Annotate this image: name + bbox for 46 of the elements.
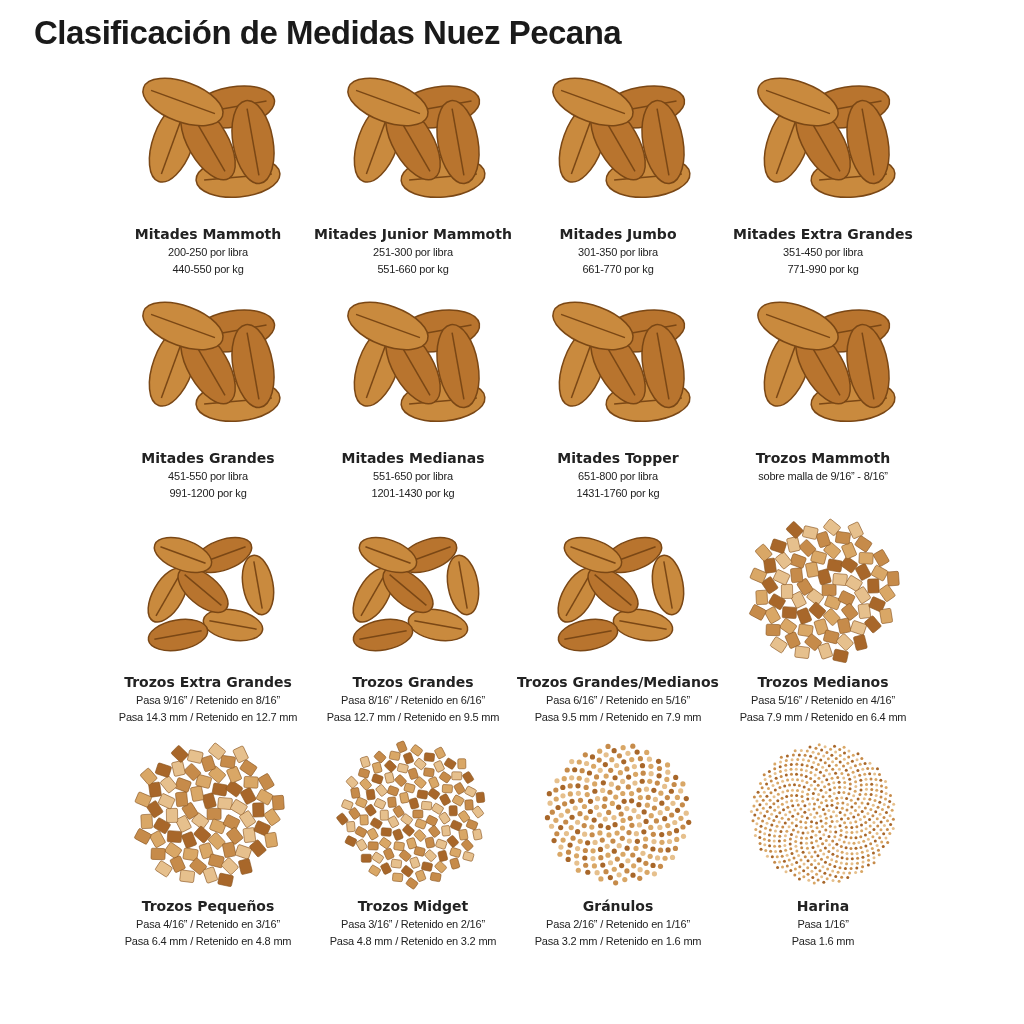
grade-spec: Pasa 7.9 mm / Retenido en 6.4 mm [738, 711, 908, 723]
grade-spec: Pasa 4.8 mm / Retenido en 3.2 mm [328, 935, 498, 947]
grade-spec: 301-350 por libra [577, 246, 659, 258]
grade-name: Mitades Junior Mammoth [313, 226, 513, 242]
grade-spec: 1201-1430 por kg [370, 487, 456, 499]
grade-spec: Pasa 8/16” / Retenido en 6/16” [340, 694, 486, 706]
grade-spec: Pasa 2/16” / Retenido en 1/16” [545, 918, 691, 930]
grade-spec: 1431-1760 por kg [575, 487, 661, 499]
grade-name: Trozos Extra Grandes [123, 674, 293, 690]
grade-spec: Pasa 1.6 mm [790, 935, 856, 947]
grade-name: Mitades Grandes [140, 450, 276, 466]
grade-spec: 351-450 por libra [782, 246, 864, 258]
grade-name: Gránulos [581, 898, 655, 914]
grade-spec: Pasa 6/16” / Retenido en 5/16” [545, 694, 691, 706]
title: Clasificación de Medidas Nuez Pecana [34, 14, 622, 52]
grade-spec: Pasa 5/16” / Retenido en 4/16” [750, 694, 896, 706]
grade-name: Harina [795, 898, 851, 914]
grade-spec: Pasa 3/16” / Retenido en 2/16” [340, 918, 486, 930]
grade-name: Trozos Grandes/Medianos [516, 674, 720, 690]
grade-spec: 651-800 por libra [577, 470, 659, 482]
grade-spec: Pasa 1/16” [796, 918, 850, 930]
grade-spec: 661-770 por kg [581, 263, 655, 275]
grade-spec: 440-550 por kg [171, 263, 245, 275]
grade-spec: Pasa 6.4 mm / Retenido en 4.8 mm [123, 935, 293, 947]
grade-spec: 551-650 por libra [372, 470, 454, 482]
grade-spec: Pasa 12.7 mm / Retenido en 9.5 mm [325, 711, 501, 723]
grade-spec: Pasa 3.2 mm / Retenido en 1.6 mm [533, 935, 703, 947]
grade-name: Trozos Midget [356, 898, 470, 914]
grade-spec: 771-990 por kg [786, 263, 860, 275]
grade-name: Mitades Extra Grandes [732, 226, 914, 242]
grade-spec: 551-660 por kg [376, 263, 450, 275]
grade-spec: 200-250 por libra [167, 246, 249, 258]
grade-spec: 451-550 por libra [167, 470, 249, 482]
grade-name: Trozos Pequeños [140, 898, 276, 914]
grade-spec: Pasa 14.3 mm / Retenido en 12.7 mm [117, 711, 299, 723]
grade-spec: Pasa 9/16” / Retenido en 8/16” [135, 694, 281, 706]
grade-name: Mitades Jumbo [558, 226, 678, 242]
grade-name: Trozos Mammoth [754, 450, 892, 466]
grade-spec: 991-1200 por kg [168, 487, 248, 499]
grade-spec: 251-300 por libra [372, 246, 454, 258]
grade-spec: Pasa 4/16” / Retenido en 3/16” [135, 918, 281, 930]
grade-name: Mitades Topper [556, 450, 680, 466]
grade-spec: Pasa 9.5 mm / Retenido en 7.9 mm [533, 711, 703, 723]
grade-spec: sobre malla de 9/16” - 8/16” [757, 470, 889, 482]
grade-name: Mitades Mammoth [133, 226, 283, 242]
grade-name: Mitades Medianas [340, 450, 486, 466]
